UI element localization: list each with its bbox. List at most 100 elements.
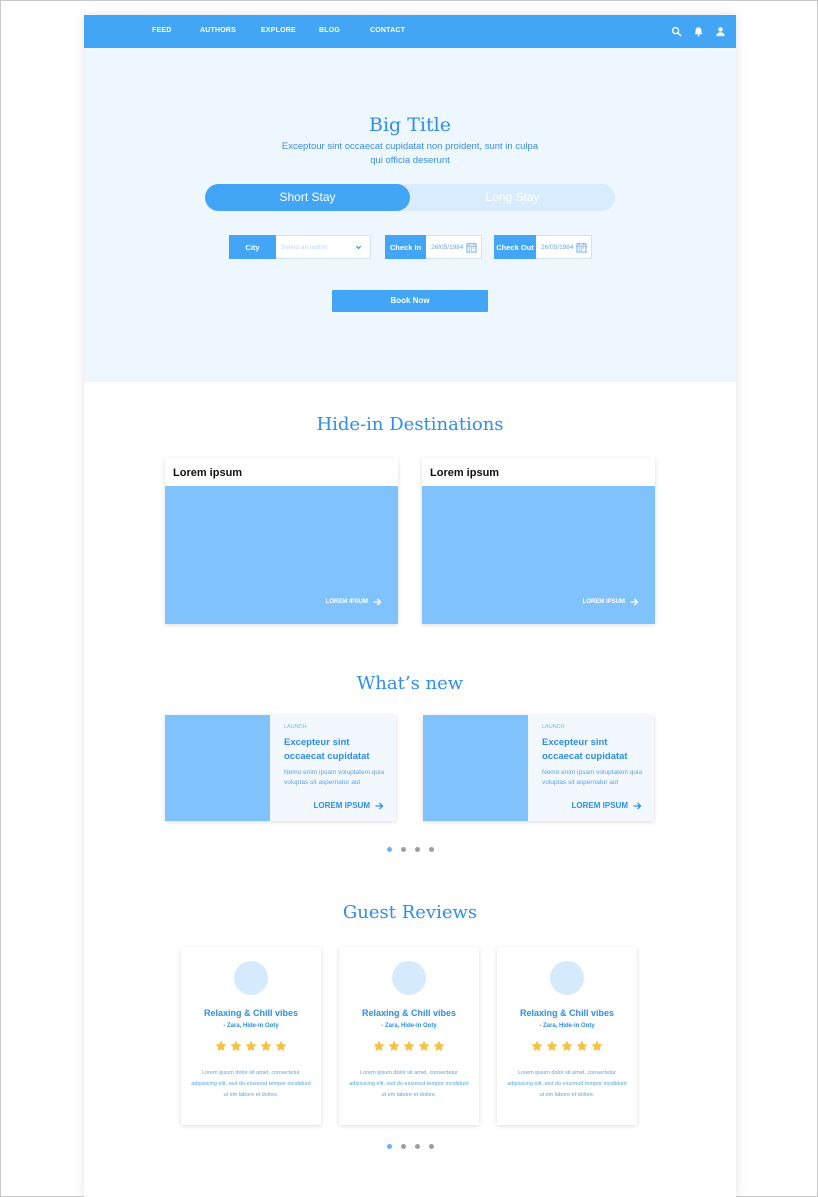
star-icon (403, 1040, 415, 1051)
destination-image (165, 486, 398, 624)
check-in-value: 26/05/1984 (431, 243, 464, 251)
hero-section: Big Title Exceptour sint occaecat cupida… (84, 48, 736, 382)
star-rating (181, 1040, 321, 1052)
review-card: Relaxing & Chill vibes - Zara, Hide-in O… (181, 947, 321, 1125)
review-text: Lorem ipsum dolor sit amet, consectetur … (507, 1070, 627, 1098)
news-link-label: LOREM IPSUM (313, 801, 370, 810)
toggle-long-stay[interactable]: Long Stay (485, 190, 540, 204)
star-rating (339, 1040, 479, 1052)
avatar (550, 961, 584, 995)
star-icon (275, 1040, 287, 1051)
nav-link-explore[interactable]: EXPLORE (261, 27, 296, 34)
star-icon (215, 1040, 227, 1051)
destination-card-title: Lorem ipsum (173, 467, 243, 479)
review-author: - Zara, Hide-in Ooty (223, 1023, 279, 1029)
reviews-title: Guest Reviews (342, 902, 478, 923)
city-label: City (229, 235, 276, 259)
destinations-title: Hide-in Destinations (316, 414, 504, 435)
news-tag: LAUNCH (284, 724, 307, 730)
nav-link-blog[interactable]: BLOG (319, 27, 341, 34)
news-card[interactable]: LAUNCH Excepteur sint occaecat cupidatat… (423, 715, 654, 821)
review-title: Relaxing & Chill vibes (519, 1008, 615, 1018)
check-out-label: Check Out (494, 235, 536, 259)
news-image (165, 715, 270, 821)
destination-image (422, 486, 655, 624)
destination-link-label: LOREM IPSUM (582, 599, 625, 605)
review-card: Relaxing & Chill vibes - Zara, Hide-in O… (497, 947, 637, 1125)
check-in-field: Check In 26/05/1984 (385, 235, 482, 259)
carousel-dot[interactable] (428, 1144, 434, 1149)
hero-title: Big Title (369, 114, 451, 136)
news-text: Nemo enim ipsam voluptatem quia voluptas… (284, 769, 385, 786)
star-icon (373, 1040, 385, 1051)
hero-subtitle: Exceptour sint occaecat cupidatat non pr… (281, 141, 539, 166)
news-image (423, 715, 528, 821)
star-icon (591, 1040, 603, 1051)
city-field: City Select an option (229, 235, 371, 259)
destination-link-label: LOREM IPSUM (325, 599, 368, 605)
review-title: Relaxing & Chill vibes (203, 1008, 299, 1018)
page: FEED AUTHORS EXPLORE BLOG CONTACT Big Ti… (84, 15, 736, 1197)
destination-card[interactable]: Lorem ipsum LOREM IPSUM (165, 458, 398, 624)
review-title: Relaxing & Chill vibes (361, 1008, 457, 1018)
toggle-short-stay[interactable]: Short Stay (205, 184, 410, 211)
star-icon (388, 1040, 400, 1051)
news-tag: LAUNCH (542, 724, 565, 730)
stay-toggle: Short Stay Long Stay (205, 184, 615, 211)
carousel-dot[interactable] (400, 847, 406, 852)
arrow-right-icon (375, 802, 384, 809)
destination-link[interactable]: LOREM IPSUM (326, 598, 382, 606)
review-card: Relaxing & Chill vibes - Zara, Hide-in O… (339, 947, 479, 1125)
news-text: Nemo enim ipsam voluptatem quia voluptas… (542, 769, 643, 786)
whats-new-title: What’s new (356, 673, 464, 694)
check-out-field: Check Out 26/05/1984 (494, 235, 592, 259)
user-icon[interactable] (715, 26, 726, 37)
city-placeholder: Select an option (281, 243, 328, 251)
arrow-right-icon (633, 802, 642, 809)
star-icon (433, 1040, 445, 1051)
carousel-dot[interactable] (386, 1144, 392, 1149)
destination-card-title: Lorem ipsum (430, 467, 500, 479)
star-icon (531, 1040, 543, 1051)
avatar (392, 961, 426, 995)
review-text: Lorem ipsum dolor sit amet, consectetur … (191, 1070, 311, 1098)
news-link-label: LOREM IPSUM (571, 801, 628, 810)
news-card[interactable]: LAUNCH Excepteur sint occaecat cupidatat… (165, 715, 396, 821)
check-out-value: 26/05/1984 (541, 243, 574, 251)
check-in-label: Check In (385, 235, 426, 259)
top-nav: FEED AUTHORS EXPLORE BLOG CONTACT (84, 15, 736, 48)
bell-icon[interactable] (693, 26, 704, 37)
nav-link-contact[interactable]: CONTACT (370, 27, 406, 34)
carousel-dot[interactable] (428, 847, 434, 852)
news-link[interactable]: LOREM IPSUM (314, 801, 384, 810)
carousel-dot[interactable] (400, 1144, 406, 1149)
carousel-dot[interactable] (414, 847, 420, 852)
star-icon (576, 1040, 588, 1051)
carousel-dot[interactable] (414, 1144, 420, 1149)
carousel-dot[interactable] (386, 847, 392, 852)
star-icon (546, 1040, 558, 1051)
star-icon (418, 1040, 430, 1051)
search-icon[interactable] (671, 26, 682, 37)
star-icon (260, 1040, 272, 1051)
news-carousel-dots (84, 847, 736, 853)
star-icon (245, 1040, 257, 1051)
nav-link-authors[interactable]: AUTHORS (200, 27, 237, 34)
review-text: Lorem ipsum dolor sit amet, consectetur … (349, 1070, 469, 1098)
news-title: Excepteur sint occaecat cupidatat (284, 737, 370, 762)
star-icon (561, 1040, 573, 1051)
city-select[interactable]: Select an option (276, 235, 371, 259)
nav-link-feed[interactable]: FEED (152, 27, 172, 34)
review-author: - Zara, Hide-in Ooty (539, 1023, 595, 1029)
avatar (234, 961, 268, 995)
news-link[interactable]: LOREM IPSUM (572, 801, 642, 810)
destination-card[interactable]: Lorem ipsum LOREM IPSUM (422, 458, 655, 624)
book-now-button[interactable]: Book Now (332, 290, 488, 312)
calendar-icon[interactable] (466, 242, 477, 253)
reviews-carousel-dots (84, 1144, 736, 1150)
destination-link[interactable]: LOREM IPSUM (583, 598, 639, 606)
calendar-icon[interactable] (576, 242, 587, 253)
check-in-input[interactable]: 26/05/1984 (426, 235, 482, 259)
chevron-down-icon (355, 245, 362, 250)
check-out-input[interactable]: 26/05/1984 (536, 235, 592, 259)
